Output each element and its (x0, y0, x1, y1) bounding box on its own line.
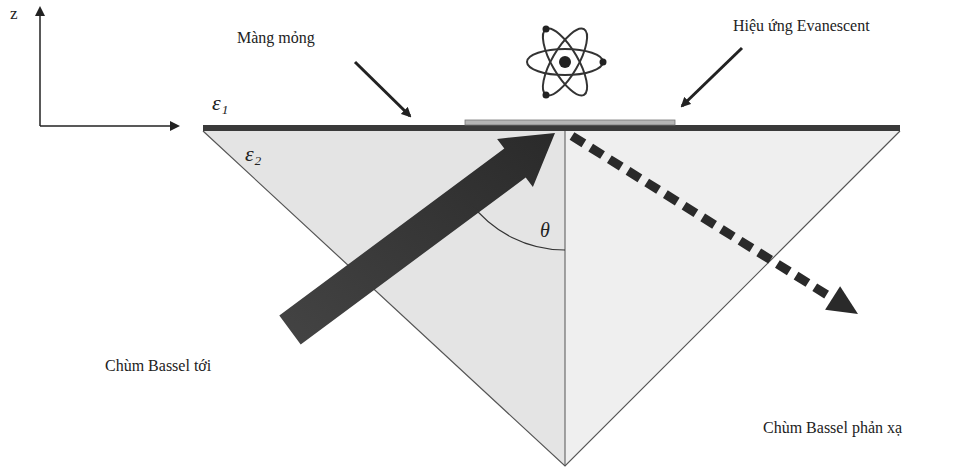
beam-label: Chùm Bassel tới (105, 356, 211, 375)
reflected-beam (572, 136, 832, 298)
normal-line (565, 131, 566, 466)
permittivity-label: ε₂ (245, 141, 261, 167)
axis-label: z (10, 4, 18, 24)
atom-icon (527, 23, 607, 102)
leader-arrow (355, 62, 410, 116)
beam-label: Chùm Bassel phản xạ (763, 418, 902, 437)
prism-outline (203, 131, 900, 466)
thin-film (465, 120, 675, 125)
x-axis (40, 125, 178, 127)
permittivity-label: ε₁ (212, 90, 228, 116)
angle-arc (470, 202, 565, 250)
surface-bar (203, 125, 900, 131)
film-label: Màng mỏng (237, 28, 315, 47)
leader-arrow (682, 48, 742, 106)
reflected-beam-head (825, 286, 858, 314)
z-axis (39, 8, 41, 126)
angle-label: θ (540, 218, 550, 242)
effect-label: Hiệu ứng Evanescent (733, 16, 870, 35)
